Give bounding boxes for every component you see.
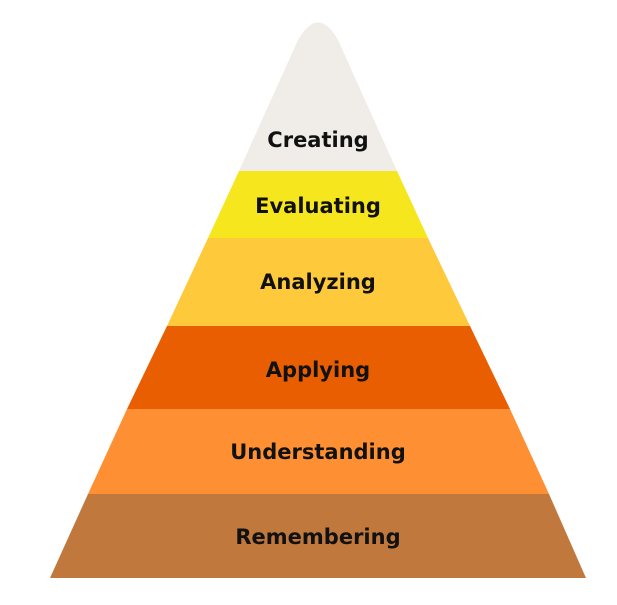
tier-analyzing-shape xyxy=(167,238,470,326)
tier-understanding-shape xyxy=(88,409,549,494)
tier-applying-label: Applying xyxy=(266,358,370,382)
tier-evaluating-label: Evaluating xyxy=(255,194,381,218)
tier-understanding-label: Understanding xyxy=(230,440,406,464)
tier-creating-shape xyxy=(239,22,397,171)
tier-applying-shape xyxy=(127,326,510,409)
tier-remembering-label: Remembering xyxy=(235,525,400,549)
tier-creating-label: Creating xyxy=(267,128,368,152)
tier-analyzing-label: Analyzing xyxy=(260,270,376,294)
tier-evaluating-shape xyxy=(208,171,428,238)
tier-remembering-shape xyxy=(50,494,586,578)
